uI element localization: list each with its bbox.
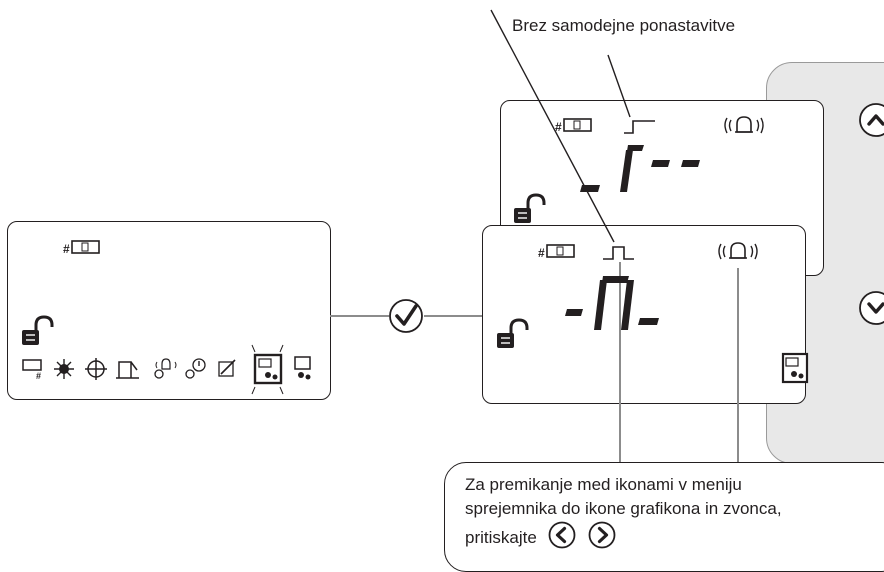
pulse-mode-icon	[603, 246, 634, 260]
unlocked-padlock-icon-front	[497, 318, 529, 348]
menu-light-icon	[54, 359, 74, 379]
right-arrow-icon[interactable]	[588, 521, 616, 556]
pointer-line-pulse	[490, 9, 615, 243]
callout-line-3-text: pritiskajte	[465, 527, 537, 547]
lcd-digits-step	[580, 145, 700, 192]
callout-line-1: Za premikanje med ikonami v meniju	[465, 475, 742, 494]
down-chevron-icon	[859, 291, 884, 325]
instruction-callout: Za premikanje med ikonami v meniju sprej…	[444, 462, 884, 572]
receiver-hash-icon-left: #	[63, 240, 100, 256]
svg-text:#: #	[63, 242, 70, 256]
menu-timer-alert-icon	[185, 358, 206, 379]
svg-text:#: #	[36, 371, 41, 381]
receiver-hash-icon: #	[555, 118, 592, 134]
svg-text:#: #	[538, 246, 545, 260]
lcd-digits-pulse	[565, 276, 659, 330]
callout-line-2: sprejemnika do ikone grafikona in zvonca…	[465, 499, 782, 518]
receiver-settings-icon-front	[781, 352, 809, 384]
menu-transmitter-settings-icon	[294, 356, 311, 380]
menu-target-icon	[85, 358, 107, 380]
menu-receiver-settings-icon-selected	[251, 344, 284, 395]
no-auto-reset-caption: Brez samodejne ponastavitve	[512, 16, 736, 35]
up-chevron-icon	[859, 103, 884, 137]
svg-text:#: #	[555, 120, 562, 134]
step-mode-icon	[624, 120, 655, 134]
checkmark-circle-icon	[389, 299, 423, 333]
left-arrow-icon[interactable]	[548, 521, 576, 556]
menu-edit-icon	[218, 359, 236, 377]
lcd-display-pulse	[482, 225, 806, 404]
receiver-hash-icon-front: #	[538, 244, 575, 260]
menu-timer-bell-icon	[154, 358, 177, 379]
unlocked-padlock-icon-left	[22, 315, 54, 345]
pointer-line-step	[607, 54, 631, 118]
menu-gate-icon	[116, 361, 139, 379]
unlocked-padlock-icon	[514, 193, 546, 223]
menu-receiver-code-icon: #	[22, 359, 42, 381]
callout-line-3: pritiskajte	[465, 521, 884, 556]
bell-icon-front	[718, 242, 758, 260]
bell-icon	[724, 116, 764, 134]
